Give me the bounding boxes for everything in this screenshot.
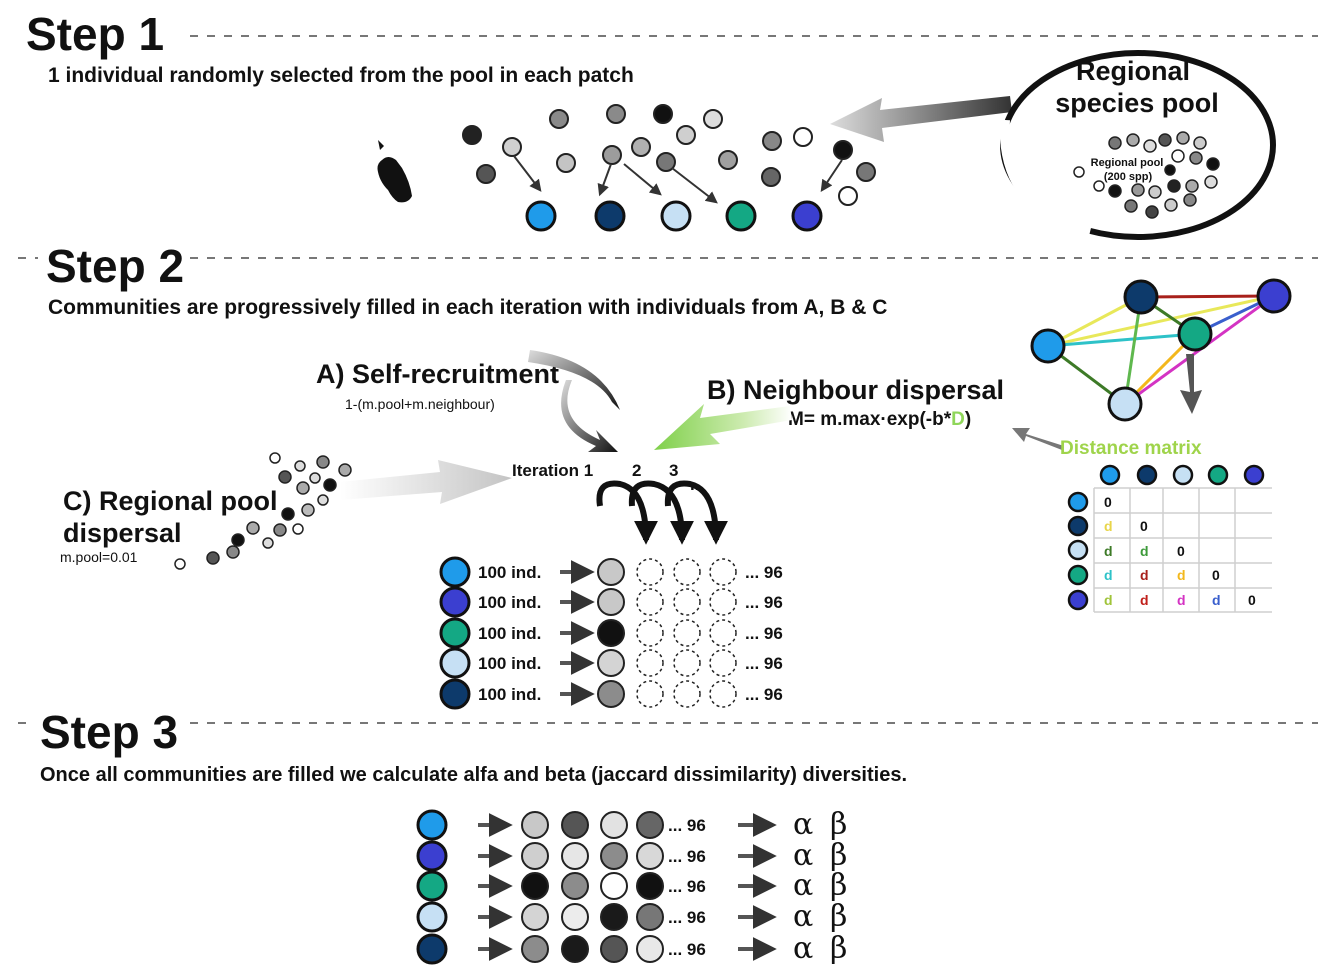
pool-title-line1: Regional xyxy=(1076,56,1190,86)
community-row: 100 ind. ... 96 xyxy=(439,586,783,618)
step2-section: Step 2 Communities are progressively fil… xyxy=(18,240,1318,710)
alpha-symbol: α xyxy=(793,899,813,934)
alpha-symbol: α xyxy=(793,807,813,842)
self-arrow-bottom xyxy=(561,380,618,452)
patch-pale-blue xyxy=(660,200,692,232)
step3-subtitle: Once all communities are filled we calcu… xyxy=(40,764,907,786)
matrix-cell: 0 xyxy=(1104,494,1112,510)
regional-pool-label-line2: dispersal xyxy=(63,518,182,548)
pool-title-line2: species pool xyxy=(1055,88,1219,118)
community-row: 100 ind. ... 96 xyxy=(439,678,783,710)
matrix-cell: d xyxy=(1140,567,1149,583)
beta-symbol: β xyxy=(830,807,847,842)
regional-arrow xyxy=(340,460,512,504)
neighbour-dispersal-label: B) Neighbour dispersal xyxy=(707,375,1004,405)
iteration-label: Iteration 1 xyxy=(512,461,593,480)
step2-title: Step 2 xyxy=(46,240,184,292)
result-row: ... 96 α β xyxy=(416,868,847,903)
community-rows: 100 ind. ... 96 100 ind. ... 96 xyxy=(439,556,783,710)
row-end: ... 96 xyxy=(745,654,783,673)
row-end: ... 96 xyxy=(745,563,783,582)
beta-symbol: β xyxy=(830,838,847,873)
pool-arrow xyxy=(830,96,1012,142)
matrix-cell: d xyxy=(1177,567,1186,583)
community-row: 100 ind. ... 96 xyxy=(439,647,783,679)
matrix-cell: d xyxy=(1104,567,1113,583)
result-end: ... 96 xyxy=(668,847,706,866)
result-rows: ... 96 α β ... 96 α β xyxy=(416,807,847,966)
patch-teal xyxy=(725,200,757,232)
alpha-symbol: α xyxy=(793,838,813,873)
result-end: ... 96 xyxy=(668,877,706,896)
result-row: ... 96 α β xyxy=(416,899,847,934)
matrix-cell: 0 xyxy=(1177,543,1185,559)
patches xyxy=(525,200,823,232)
row-label: 100 ind. xyxy=(478,593,541,612)
row-end: ... 96 xyxy=(745,593,783,612)
pool-caption-line1: Regional pool xyxy=(1091,157,1164,169)
row-label: 100 ind. xyxy=(478,654,541,673)
step1-title: Step 1 xyxy=(26,8,164,60)
alpha-symbol: α xyxy=(793,868,813,903)
distance-matrix-title: Distance matrix xyxy=(1060,438,1202,459)
sampled-individuals xyxy=(462,104,876,206)
iteration-arrows xyxy=(596,480,728,545)
hand-icon xyxy=(377,140,412,203)
matrix-cell: d xyxy=(1140,543,1149,559)
beta-symbol: β xyxy=(830,899,847,934)
community-row: 100 ind. ... 96 xyxy=(439,617,783,649)
regional-pool-label-line1: C) Regional pool xyxy=(63,486,277,516)
result-end: ... 96 xyxy=(668,940,706,959)
matrix-cell: 0 xyxy=(1248,592,1256,608)
neighbour-arrow xyxy=(654,404,792,450)
regional-dispersers xyxy=(174,452,352,570)
iteration-3: 3 xyxy=(669,461,678,480)
result-end: ... 96 xyxy=(668,816,706,835)
patch-network xyxy=(1030,278,1292,422)
regional-pool-formula: m.pool=0.01 xyxy=(60,549,138,565)
self-arrow-top xyxy=(528,350,620,410)
beta-symbol: β xyxy=(830,868,847,903)
result-end: ... 96 xyxy=(668,908,706,927)
result-row: ... 96 α β xyxy=(416,931,847,966)
community-row: 100 ind. ... 96 xyxy=(439,556,783,588)
matrix-cell: d xyxy=(1140,592,1149,608)
result-row: ... 96 α β xyxy=(416,838,847,873)
beta-symbol: β xyxy=(830,931,847,966)
row-label: 100 ind. xyxy=(478,563,541,582)
self-recruitment-formula: 1-(m.pool+m.neighbour) xyxy=(345,396,495,412)
neighbour-formula: M= m.max·exp(-b*D) xyxy=(788,409,971,430)
patch-light-blue xyxy=(525,200,557,232)
matrix-cell: d xyxy=(1177,592,1186,608)
matrix-cell: d xyxy=(1104,543,1113,559)
step1-section: Step 1 1 individual randomly selected fr… xyxy=(26,8,1318,240)
step2-subtitle: Communities are progressively filled in … xyxy=(48,296,887,319)
row-end: ... 96 xyxy=(745,624,783,643)
alpha-symbol: α xyxy=(793,931,813,966)
result-row: ... 96 α β xyxy=(416,807,847,842)
step1-subtitle: 1 individual randomly selected from the … xyxy=(48,64,634,87)
regional-pool: Regional species pool Regional pool (200… xyxy=(999,50,1276,240)
patch-violet xyxy=(791,200,823,232)
step3-title: Step 3 xyxy=(40,706,178,758)
matrix-cell: d xyxy=(1104,518,1113,534)
selection-arrows xyxy=(513,155,843,204)
distance-matrix: Distance matrix xyxy=(1060,438,1272,613)
row-label: 100 ind. xyxy=(478,624,541,643)
step3-section: Step 3 Once all communities are filled w… xyxy=(18,706,1318,966)
row-end: ... 96 xyxy=(745,685,783,704)
matrix-cell: d xyxy=(1104,592,1113,608)
row-label: 100 ind. xyxy=(478,685,541,704)
matrix-cell: d xyxy=(1212,592,1221,608)
matrix-cell: 0 xyxy=(1140,518,1148,534)
distance-arrow xyxy=(1012,428,1064,450)
pool-caption-line2: (200 spp) xyxy=(1104,171,1153,183)
patch-navy xyxy=(594,200,626,232)
iteration-2: 2 xyxy=(632,461,641,480)
self-recruitment-label: A) Self-recruitment xyxy=(316,359,559,389)
matrix-cell: 0 xyxy=(1212,567,1220,583)
